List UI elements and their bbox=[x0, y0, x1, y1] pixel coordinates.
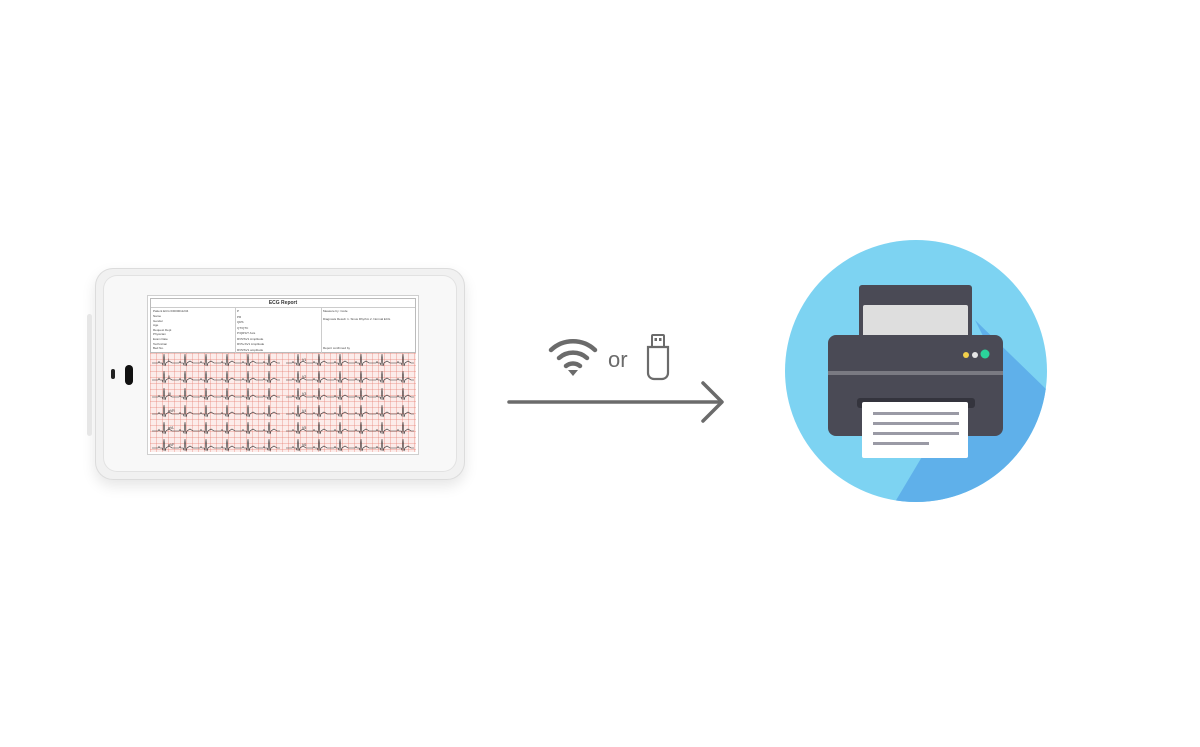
report-field: Physician bbox=[153, 332, 166, 337]
ecg-lead-label: II bbox=[168, 375, 170, 379]
ecg-lead-label: III bbox=[168, 392, 171, 396]
report-field: PR bbox=[237, 314, 242, 319]
ecg-trace bbox=[152, 370, 280, 384]
report-field: Gender bbox=[153, 318, 164, 323]
report-field: Age bbox=[153, 323, 159, 328]
device-side-button bbox=[87, 314, 92, 436]
report-field: P/QRS/T Axis bbox=[237, 331, 256, 335]
ecg-trace bbox=[286, 353, 414, 367]
report-field: RV5+SV1 Amplitude bbox=[237, 342, 265, 346]
report-field: QRS bbox=[237, 320, 244, 324]
report-field: Diagnosis Result: 1. Sinus Rhythm 2. Nor… bbox=[323, 317, 391, 321]
report-field: Name bbox=[153, 314, 162, 318]
report-patient-id: Patient ECG ID000011234 bbox=[153, 309, 189, 313]
or-label: or bbox=[608, 347, 628, 372]
device-sensor bbox=[111, 369, 115, 379]
report-field: RV5/SV1 amplitude bbox=[237, 347, 264, 352]
usb-drive-icon bbox=[646, 334, 670, 381]
ecg-trace bbox=[152, 421, 280, 435]
ecg-lead-label: V3 bbox=[302, 392, 306, 396]
report-field: Technician bbox=[153, 341, 168, 346]
report-divider bbox=[235, 307, 236, 353]
report-field: RV5/SV1 Amplitude bbox=[237, 336, 264, 341]
ecg-lead-label: aVL bbox=[168, 426, 174, 430]
report-field: QT/QTC bbox=[237, 325, 249, 330]
ecg-lead-label: V6 bbox=[302, 443, 306, 447]
ecg-lead-label: aVR bbox=[168, 409, 175, 413]
ecg-lead-label: V1 bbox=[302, 358, 306, 362]
transfer-arrow bbox=[507, 381, 724, 423]
report-title: ECG Report bbox=[268, 300, 298, 306]
report-field: Request Dept bbox=[153, 327, 172, 332]
device-camera bbox=[125, 365, 133, 385]
report-confirmed-by: Report confirmed by bbox=[323, 346, 351, 350]
report-field: Bed No. bbox=[153, 346, 164, 351]
ecg-trace bbox=[286, 404, 414, 418]
ecg-trace bbox=[286, 438, 414, 452]
report-divider bbox=[321, 307, 322, 353]
ecg-lead-label: V2 bbox=[302, 375, 306, 379]
ecg-trace bbox=[152, 404, 280, 418]
wifi-icon bbox=[548, 339, 598, 376]
ecg-trace bbox=[152, 438, 280, 452]
ecg-lead-label: aVF bbox=[168, 443, 174, 447]
ecg-trace bbox=[286, 387, 414, 401]
ecg-trace bbox=[152, 387, 280, 401]
ecg-lead-label: V4 bbox=[302, 409, 306, 413]
ecg-trace bbox=[286, 421, 414, 435]
ecg-trace bbox=[152, 353, 280, 367]
report-field: P bbox=[237, 309, 240, 313]
ecg-lead-label: V5 bbox=[302, 426, 306, 430]
report-field: Exam Date bbox=[153, 337, 168, 341]
ecg-lead-label: I bbox=[168, 358, 169, 362]
report-field: Measure by: Code bbox=[323, 309, 348, 313]
printer-icon bbox=[785, 240, 1047, 502]
report-divider bbox=[151, 307, 415, 308]
ecg-trace bbox=[286, 370, 414, 384]
